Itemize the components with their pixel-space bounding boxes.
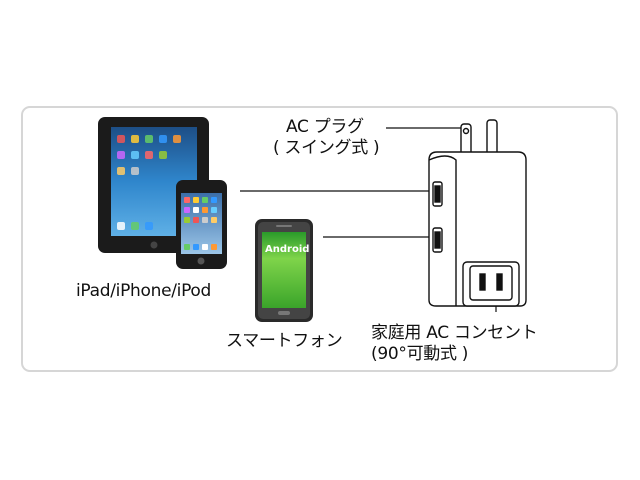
- ac-plug-label: AC プラグ: [286, 117, 364, 137]
- android-phone-image: [255, 219, 313, 322]
- leader-line-ac-plug: [386, 127, 467, 136]
- ac-plug-type-label: ( スイング式 ): [273, 138, 380, 158]
- ac-outlet-rotation-label: (90°可動式 ): [371, 344, 469, 364]
- charger-image: [428, 119, 527, 307]
- ac-outlet-label: 家庭用 AC コンセント: [371, 323, 538, 343]
- android-screen-text: Android: [265, 244, 310, 255]
- iphone-image: [176, 180, 227, 269]
- ipad-iphone-ipod-label: iPad/iPhone/iPod: [76, 281, 212, 301]
- smartphone-label: スマートフォン: [226, 331, 343, 351]
